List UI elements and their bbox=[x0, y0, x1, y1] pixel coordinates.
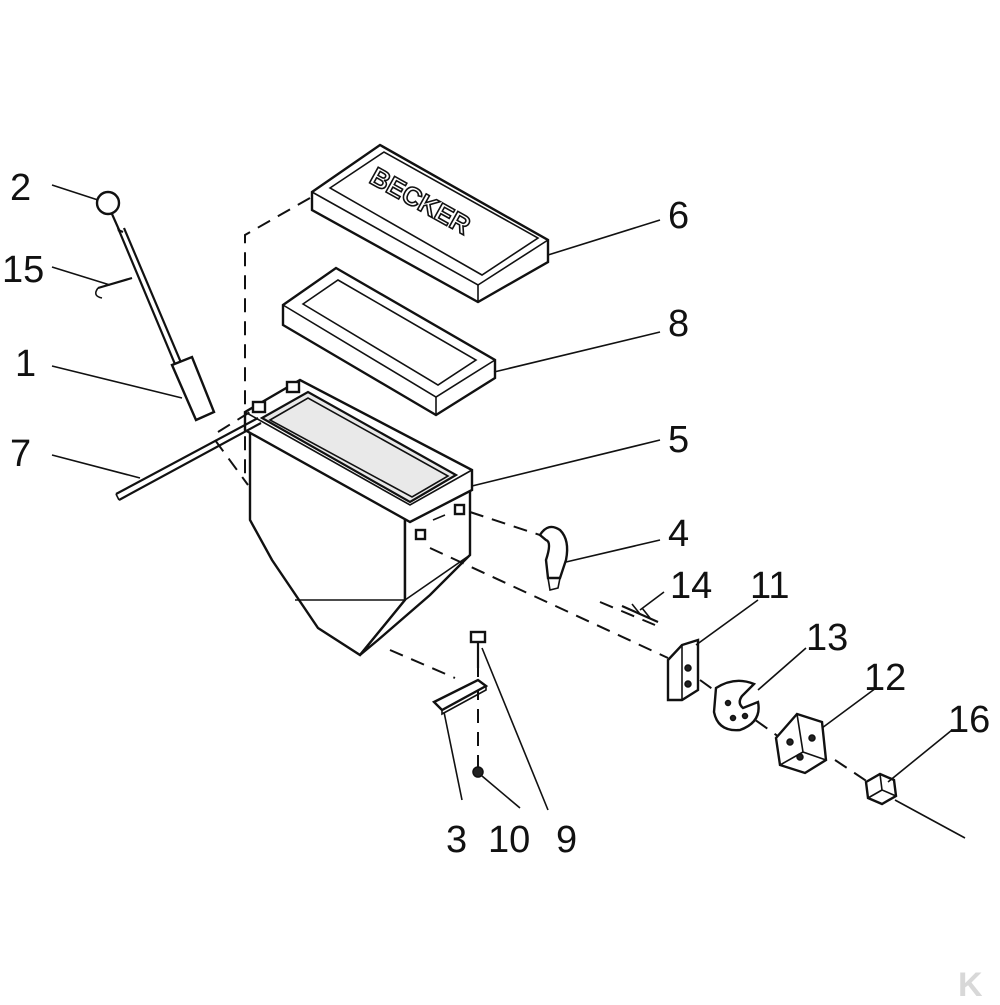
callout-1: 1 bbox=[15, 343, 36, 385]
callout-14: 14 bbox=[670, 565, 712, 607]
lid-gasket bbox=[281, 266, 497, 417]
bracket-plate bbox=[666, 638, 700, 702]
leader-lines bbox=[51, 184, 953, 811]
watermark-logo: K bbox=[958, 966, 983, 1004]
callout-2: 2 bbox=[10, 167, 31, 209]
callout-12: 12 bbox=[864, 657, 906, 699]
cam-block bbox=[774, 712, 828, 775]
callout-4: 4 bbox=[668, 513, 689, 555]
bolt bbox=[469, 630, 487, 668]
seed-hopper-box bbox=[243, 378, 474, 657]
spring-pin bbox=[621, 603, 659, 624]
cotter-pin bbox=[94, 276, 133, 299]
callout-16: 16 bbox=[948, 699, 990, 741]
callout-9: 9 bbox=[556, 819, 577, 861]
link-plate bbox=[431, 678, 489, 716]
agitator-rod bbox=[116, 227, 216, 422]
drive-shaft bbox=[115, 417, 262, 501]
small-nut bbox=[472, 766, 484, 778]
watermark-letter: K bbox=[958, 966, 983, 1000]
handle-ring bbox=[95, 190, 122, 233]
cam-disc bbox=[712, 679, 760, 732]
callout-10: 10 bbox=[488, 819, 530, 861]
callout-8: 8 bbox=[668, 303, 689, 345]
callout-11: 11 bbox=[750, 565, 789, 607]
callout-15: 15 bbox=[2, 249, 44, 291]
callout-labels: 2 15 1 7 6 8 5 4 14 11 13 12 16 3 10 9 bbox=[2, 167, 990, 861]
callout-13: 13 bbox=[806, 617, 848, 659]
callout-7: 7 bbox=[10, 433, 31, 475]
callout-6: 6 bbox=[668, 195, 689, 237]
callout-3: 3 bbox=[446, 819, 467, 861]
hook-clip bbox=[538, 525, 569, 591]
callout-5: 5 bbox=[668, 419, 689, 461]
